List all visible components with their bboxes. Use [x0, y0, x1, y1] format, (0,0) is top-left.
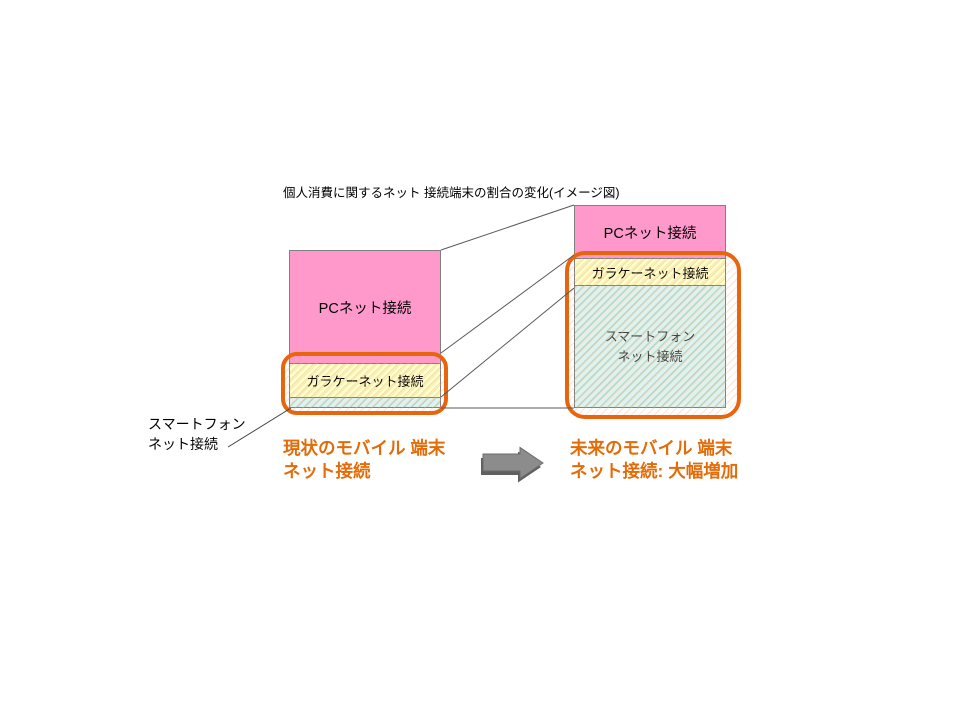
current-pc-label: PCネット接続 — [318, 300, 412, 317]
diagram-title: 個人消費に関するネット 接続端末の割合の変化(イメージ図) — [283, 186, 620, 200]
future-caption: 未来のモバイル 端末 ネット接続: 大幅増加 — [570, 438, 739, 481]
current-garake-segment: ガラケーネット接続 — [289, 363, 441, 398]
current-pc-segment: PCネット接続 — [289, 250, 441, 364]
future-bar: PCネット接続 ガラケーネット接続 スマートフォン ネット接続 — [574, 205, 726, 408]
smartphone-side-label: スマートフォン ネット接続 — [148, 416, 246, 452]
side-label-pointer — [227, 407, 292, 448]
future-smartphone-segment: スマートフォン ネット接続 — [574, 285, 726, 408]
connector-top — [440, 204, 575, 251]
future-pc-segment: PCネット接続 — [574, 205, 726, 259]
connector-mobile-top — [440, 254, 575, 354]
future-smartphone-label: スマートフォン ネット接続 — [605, 327, 696, 367]
future-mobile-highlight — [565, 251, 741, 419]
current-garake-label: ガラケーネット接続 — [306, 371, 423, 390]
current-caption: 現状のモバイル 端末 ネット接続 — [283, 438, 446, 481]
arrow-body — [482, 446, 544, 480]
connector-garake-bottom — [440, 287, 575, 398]
transition-arrow — [481, 446, 544, 483]
current-bar: PCネット接続 ガラケーネット接続 — [289, 250, 441, 408]
future-garake-segment: ガラケーネット接続 — [574, 258, 726, 286]
future-pc-label: PCネット接続 — [603, 225, 697, 242]
current-mobile-highlight — [281, 352, 448, 415]
future-garake-label: ガラケーネット接続 — [591, 263, 708, 282]
